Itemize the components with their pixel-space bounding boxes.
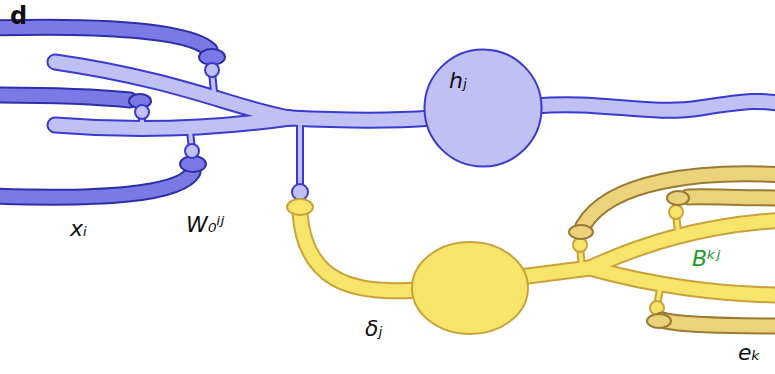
error-label: eₖ: [738, 340, 761, 366]
weight-label: W₀ⁱʲ: [186, 212, 224, 238]
soma-ellipse: [425, 50, 542, 167]
feedback-weight-label: Bᵏʲ: [692, 246, 720, 272]
soma-label: hⱼ: [449, 68, 467, 94]
input-label: xᵢ: [70, 216, 87, 242]
error-signal-label: δⱼ: [365, 316, 382, 342]
panel-letter: d: [10, 2, 27, 31]
neuron-soma: hⱼ: [423, 48, 543, 168]
soma-outline: [423, 48, 543, 168]
